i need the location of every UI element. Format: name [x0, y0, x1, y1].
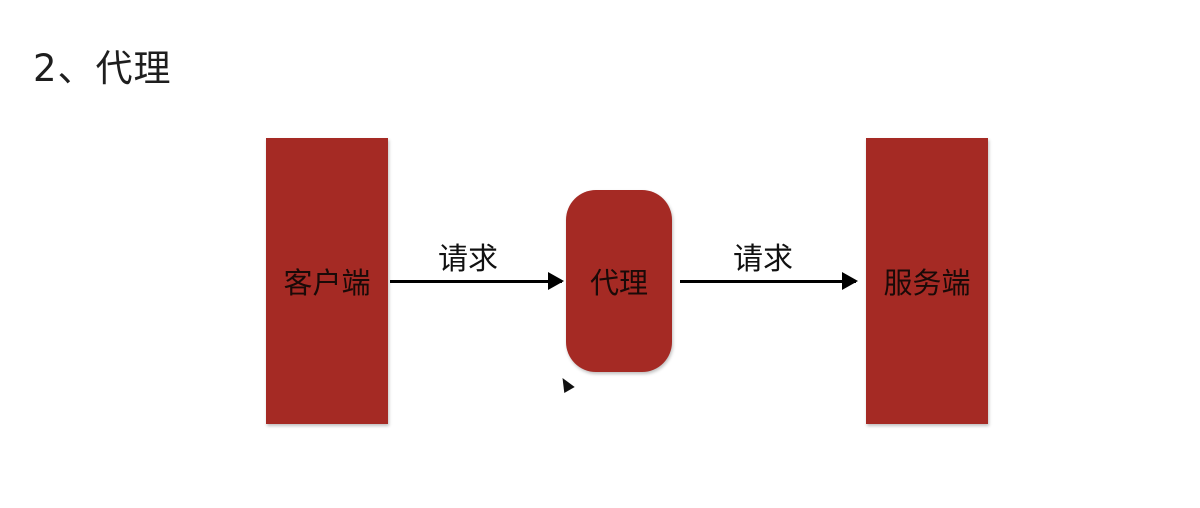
server-label: 服务端	[883, 266, 971, 300]
proxy-node: 代理	[566, 190, 672, 372]
client-node: 客户端	[266, 138, 388, 424]
edge-label-proxy-server: 请求	[733, 242, 793, 277]
proxy-label: 代理	[589, 266, 648, 300]
mouse-cursor-icon	[557, 374, 575, 394]
arrow-client-to-proxy	[390, 272, 564, 290]
client-label: 客户端	[283, 266, 371, 300]
edge-label-client-proxy: 请求	[438, 242, 498, 277]
server-node: 服务端	[866, 138, 988, 424]
arrow-proxy-to-server	[680, 272, 858, 290]
page-title: 2、代理	[33, 47, 172, 90]
